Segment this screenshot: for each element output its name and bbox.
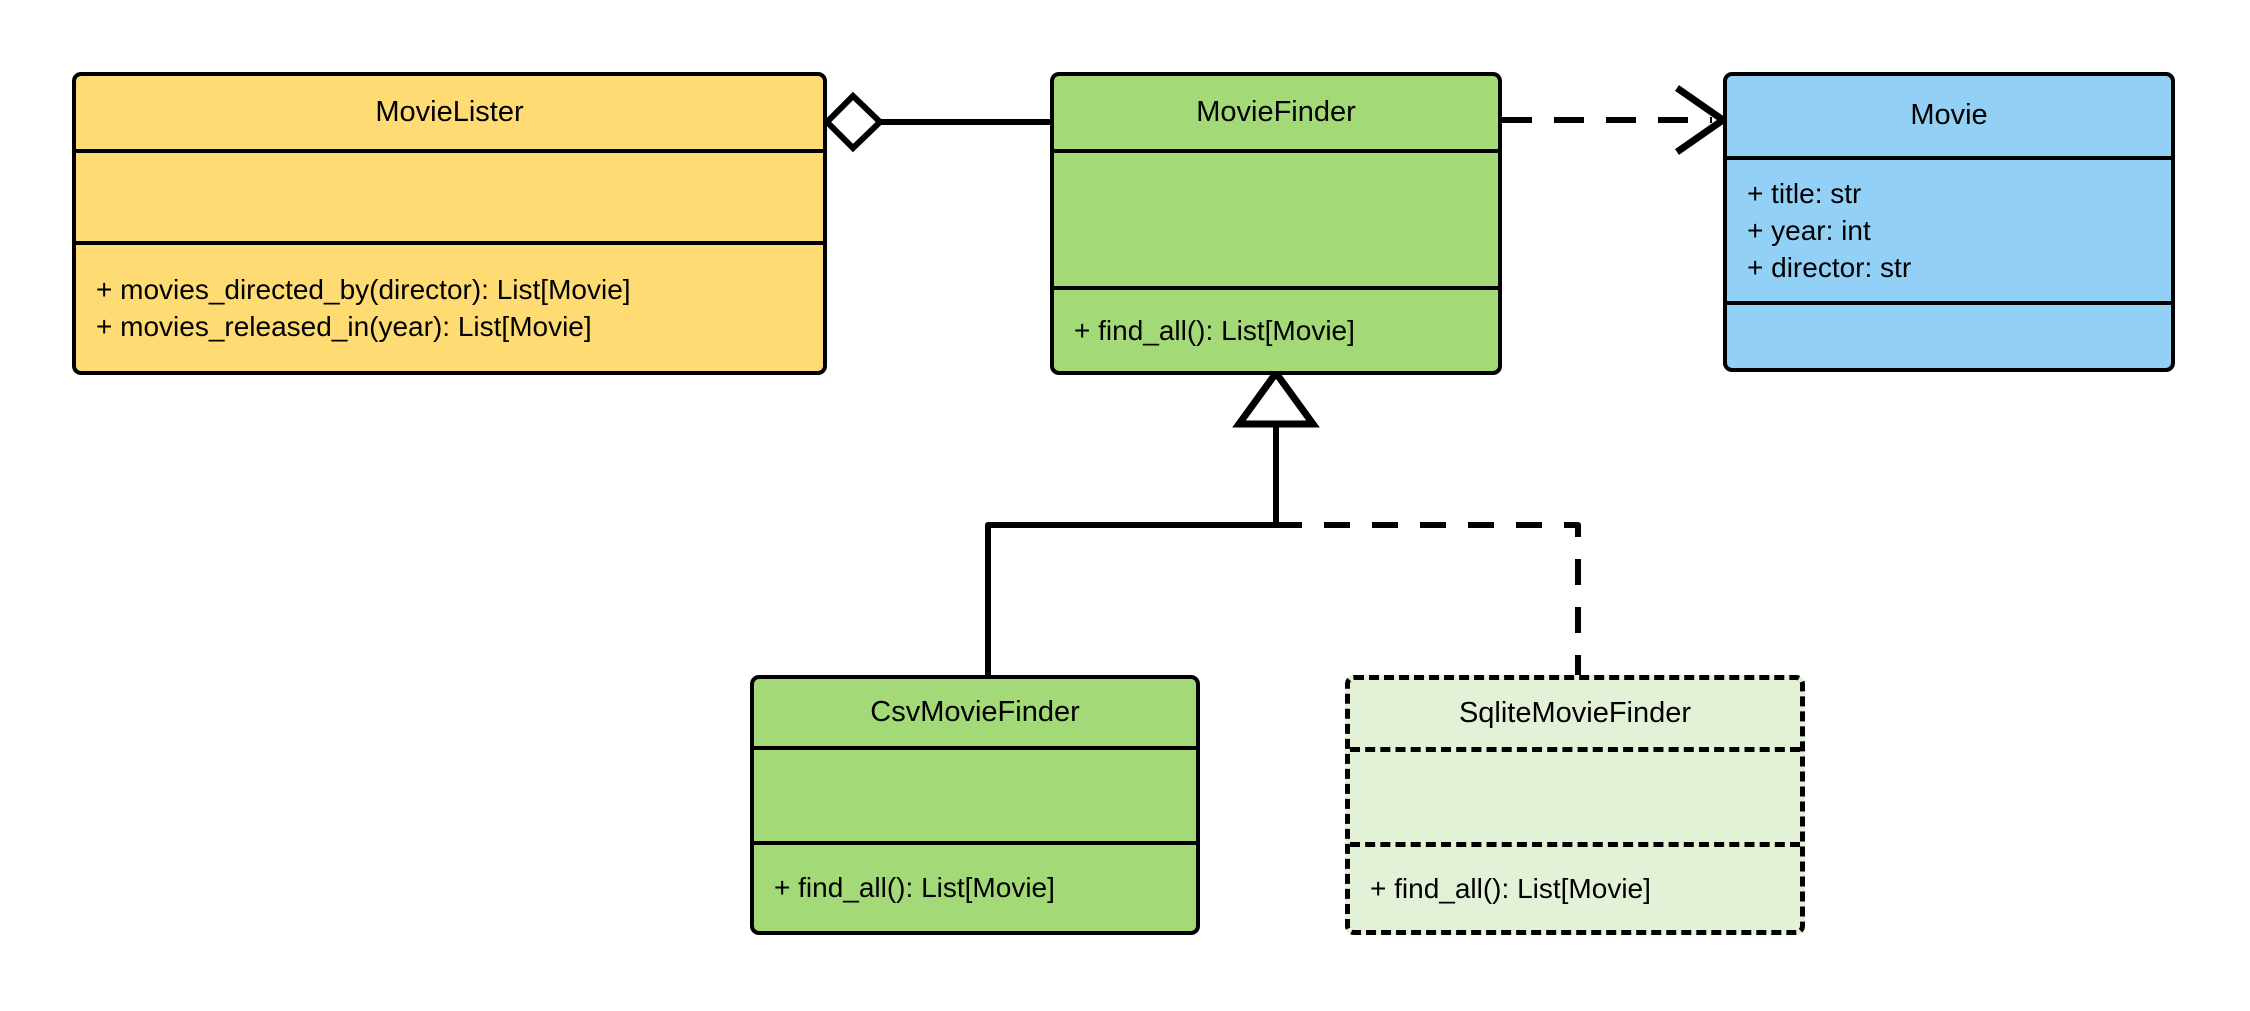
attributes-compartment: [1350, 747, 1800, 842]
class-name-label: Movie: [1910, 99, 1988, 132]
class-name-compartment: SqliteMovieFinder: [1350, 680, 1800, 747]
attributes-compartment: + title: str + year: int + director: str: [1727, 156, 2171, 301]
hollow-diamond-marker: [822, 91, 885, 153]
method-item: + movies_directed_by(director): List[Mov…: [96, 273, 631, 305]
method-item: + find_all(): List[Movie]: [1370, 872, 1651, 904]
class-name-label: MovieLister: [375, 95, 524, 128]
generalization-line-csv: [985, 522, 1276, 675]
aggregation-edge-lister-finder: [822, 91, 1050, 153]
methods-compartment: + find_all(): List[Movie]: [1350, 842, 1800, 930]
methods-compartment: + find_all(): List[Movie]: [1054, 286, 1498, 371]
methods-compartment: [1727, 301, 2171, 368]
methods-compartment: + find_all(): List[Movie]: [754, 841, 1196, 931]
method-item: + find_all(): List[Movie]: [774, 872, 1055, 904]
class-name-label: SqliteMovieFinder: [1458, 696, 1692, 729]
methods-compartment: + movies_directed_by(director): List[Mov…: [76, 241, 823, 371]
class-box-movie-finder[interactable]: MovieFinder + find_all(): List[Movie]: [1050, 72, 1502, 375]
class-name-compartment: CsvMovieFinder: [754, 679, 1196, 746]
generalization-line-sqlite: [1276, 522, 1581, 675]
open-arrow-marker: [1675, 85, 1730, 155]
dependency-edge-finder-movie: [1502, 85, 1730, 155]
attribute-item: + title: str: [1747, 177, 1862, 209]
class-box-movie-lister[interactable]: MovieLister + movies_directed_by(directo…: [72, 72, 827, 375]
attribute-item: + year: int: [1747, 214, 1871, 246]
class-name-compartment: MovieLister: [76, 76, 823, 149]
class-name-compartment: Movie: [1727, 76, 2171, 156]
method-item: + find_all(): List[Movie]: [1074, 314, 1355, 346]
class-name-compartment: MovieFinder: [1054, 76, 1498, 149]
class-box-csv-movie-finder[interactable]: CsvMovieFinder + find_all(): List[Movie]: [750, 675, 1200, 935]
class-name-label: CsvMovieFinder: [870, 695, 1080, 728]
generalization-edge-group: [985, 367, 1581, 675]
hollow-triangle-marker: [1232, 367, 1320, 428]
attributes-compartment: [76, 149, 823, 241]
attribute-item: + director: str: [1747, 252, 1912, 284]
class-box-movie[interactable]: Movie + title: str + year: int + directo…: [1723, 72, 2175, 372]
class-box-sqlite-movie-finder[interactable]: SqliteMovieFinder + find_all(): List[Mov…: [1345, 675, 1805, 935]
class-name-label: MovieFinder: [1196, 95, 1356, 128]
attributes-compartment: [1054, 149, 1498, 286]
method-item: + movies_released_in(year): List[Movie]: [96, 311, 592, 342]
attributes-compartment: [754, 746, 1196, 841]
